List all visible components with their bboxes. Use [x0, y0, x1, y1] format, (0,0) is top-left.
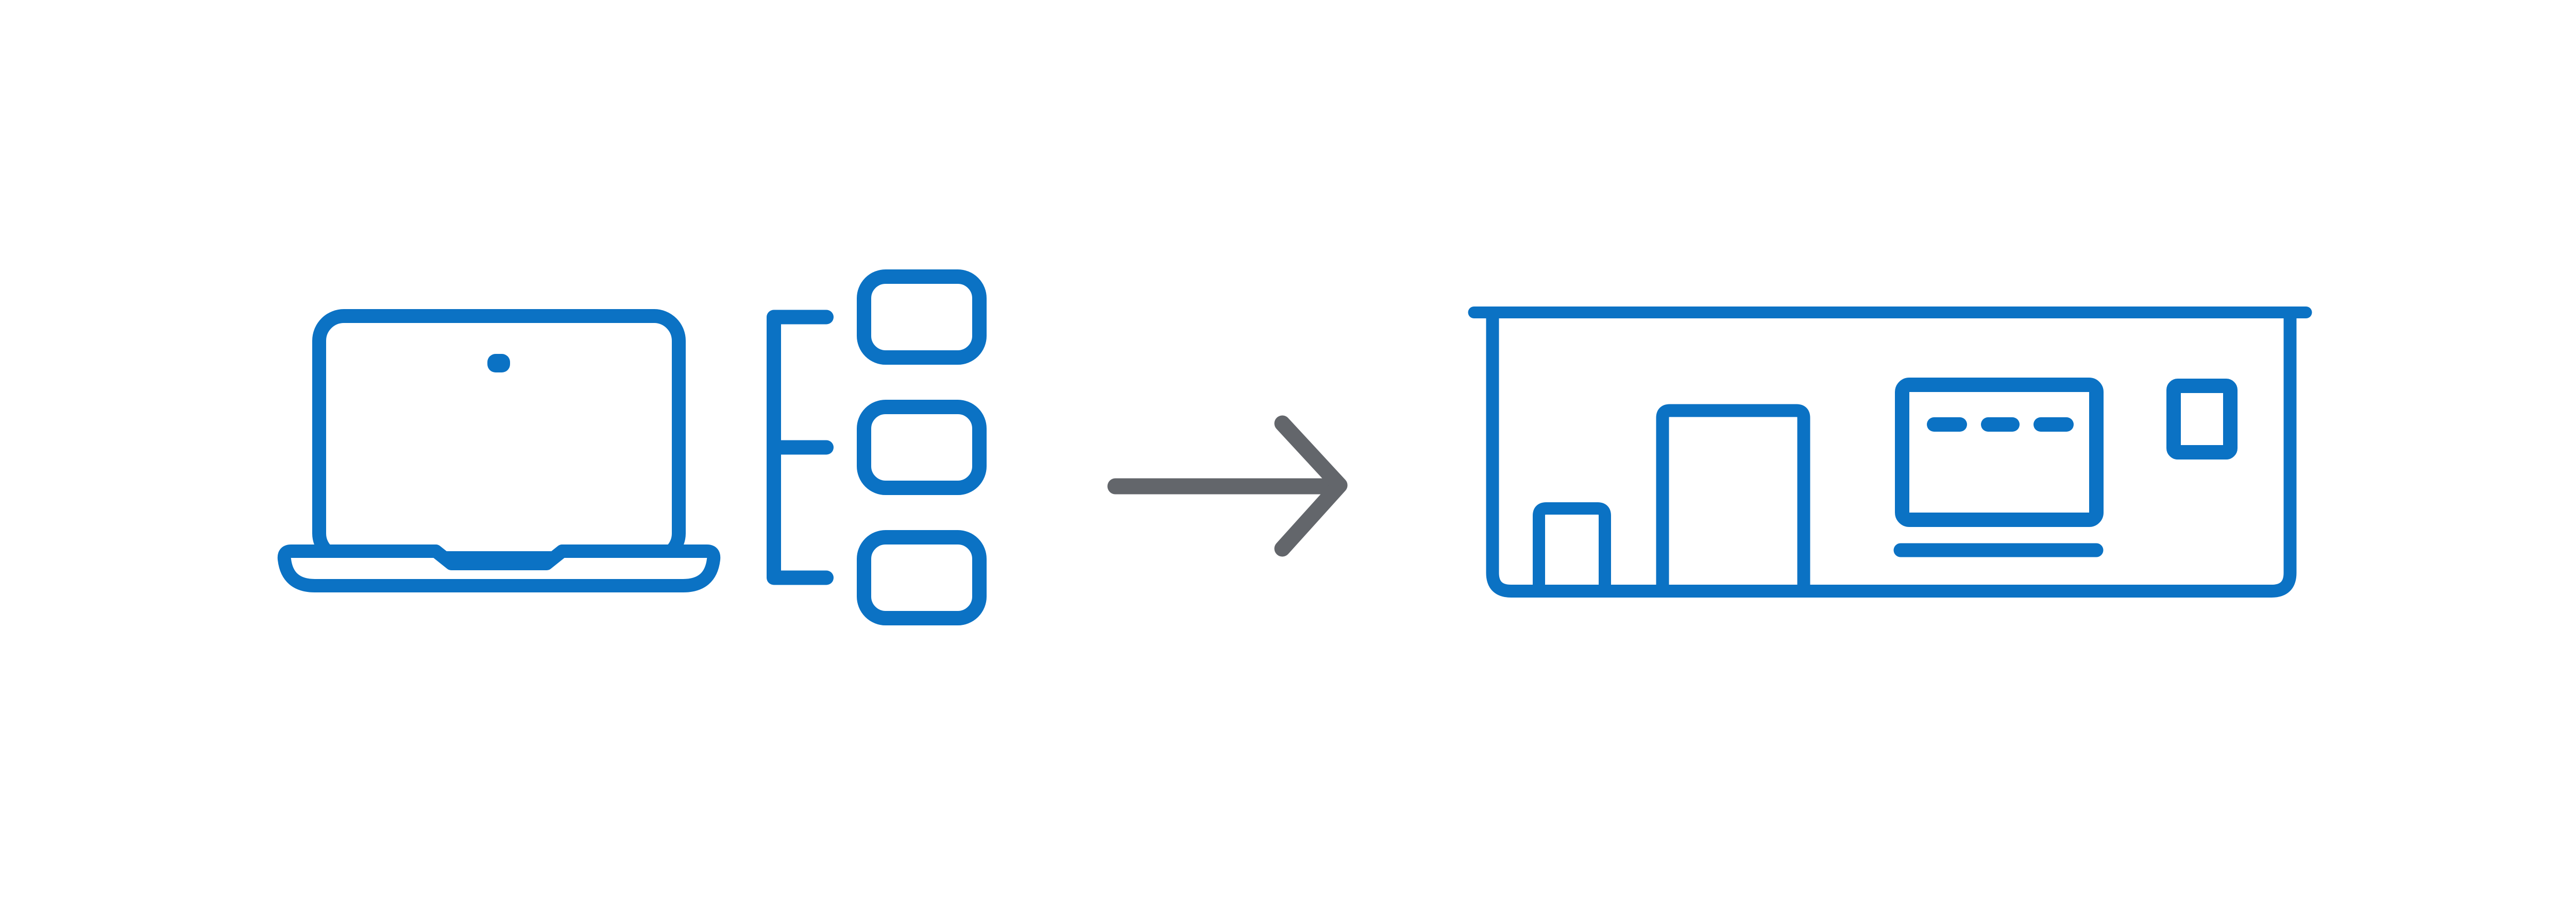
building-walls-floor: [1486, 318, 2297, 598]
laptop-base: [277, 544, 721, 592]
arrow-head: [1274, 415, 1348, 557]
file-tree-node: [857, 400, 987, 495]
file-tree-node: [857, 269, 987, 365]
laptop-camera-dot: [487, 354, 510, 372]
arrow-right-icon: [1107, 415, 1348, 557]
building-door: [1656, 404, 1810, 585]
file-tree-bracket: [767, 310, 834, 585]
building-display-panel: [1895, 378, 2104, 527]
building-icon: [1468, 307, 2312, 598]
laptop-icon: [277, 309, 721, 592]
file-tree-node: [857, 530, 987, 625]
file-tree-icon: [767, 269, 987, 625]
laptop-screen: [312, 309, 686, 565]
building-window: [2166, 379, 2238, 460]
building-small-box: [1533, 502, 1611, 585]
